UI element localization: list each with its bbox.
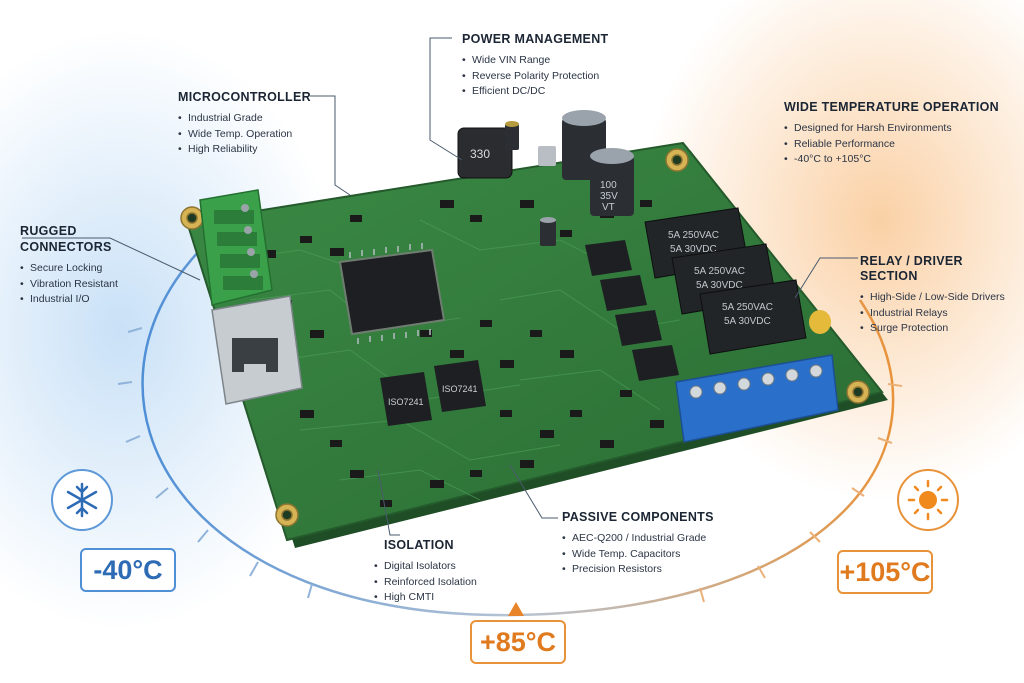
- electrolytic-capacitor-main: 100 35V VT: [590, 148, 634, 216]
- rugged-connectors-title-1: RUGGED: [20, 224, 77, 238]
- wide-temp-item: -40°C to +105°C: [784, 152, 999, 168]
- arc-ticks-hot: [699, 383, 903, 603]
- driver-mosfets: [585, 240, 679, 381]
- microcontroller-label: MICROCONTROLLER Industrial Grade Wide Te…: [178, 90, 311, 158]
- capacitor-marking: 100: [600, 180, 617, 191]
- rugged-item: Vibration Resistant: [20, 277, 118, 293]
- pcb-board: ISO7241 ISO7241 330 100 35V VT: [180, 110, 888, 548]
- rugged-item: Secure Locking: [20, 261, 118, 277]
- small-capacitors: [505, 121, 556, 246]
- relay-driver-title: RELAY / DRIVER SECTION: [860, 254, 963, 283]
- passive-item: Wide Temp. Capacitors: [562, 547, 714, 563]
- wide-temp-item: Reliable Performance: [784, 137, 999, 153]
- relay-item: High-Side / Low-Side Drivers: [860, 290, 1024, 306]
- relay-marking: 5A 30VDC: [724, 316, 771, 327]
- isolator-marking: ISO7241: [442, 384, 478, 394]
- relay-marking: 5A 250VAC: [668, 230, 719, 241]
- power-management-title: POWER MANAGEMENT: [462, 32, 609, 46]
- relay-item: Surge Protection: [860, 321, 1024, 337]
- passive-components-label: PASSIVE COMPONENTS AEC-Q200 / Industrial…: [562, 510, 714, 578]
- passive-components-title: PASSIVE COMPONENTS: [562, 510, 714, 524]
- power-item: Wide VIN Range: [462, 53, 608, 69]
- snowflake-icon: [51, 469, 113, 531]
- passive-item: AEC-Q200 / Industrial Grade: [562, 531, 714, 547]
- wide-temperature-title: WIDE TEMPERATURE OPERATION: [784, 100, 999, 114]
- rugged-item: Industrial I/O: [20, 292, 118, 308]
- relay-marking: 5A 30VDC: [670, 244, 717, 255]
- inductor-marking: 330: [470, 147, 490, 161]
- temp-max-badge: +105°C: [837, 550, 933, 594]
- blue-terminal-block: [675, 354, 839, 443]
- rugged-connectors-label: RUGGED CONNECTORS Secure Locking Vibrati…: [20, 224, 118, 308]
- relay-marking: 5A 250VAC: [722, 302, 773, 313]
- leader-lines: [22, 37, 858, 536]
- capacitor-marking: VT: [602, 202, 615, 213]
- relay-3: 5A 250VAC 5A 30VDC: [699, 279, 807, 355]
- mcu-item: High Reliability: [178, 142, 311, 158]
- relay-driver-label: RELAY / DRIVER SECTION High-Side / Low-S…: [860, 254, 1024, 337]
- temp-mid-badge: +85°C: [470, 620, 566, 664]
- power-item: Reverse Polarity Protection: [462, 69, 608, 85]
- power-item: Efficient DC/DC: [462, 84, 608, 100]
- ceramic-capacitor: [809, 310, 831, 334]
- isolator-chip-1: ISO7241: [380, 372, 432, 426]
- mcu-item: Wide Temp. Operation: [178, 127, 311, 143]
- isolator-marking: ISO7241: [388, 397, 424, 407]
- wide-temperature-label: WIDE TEMPERATURE OPERATION Designed for …: [784, 100, 999, 168]
- relay-item: Industrial Relays: [860, 306, 1024, 322]
- microcontroller-title: MICROCONTROLLER: [178, 90, 311, 104]
- relay-marking: 5A 30VDC: [696, 280, 743, 291]
- sun-icon: [897, 469, 959, 531]
- isolation-label: ISOLATION Digital Isolators Reinforced I…: [374, 538, 477, 606]
- wide-temp-item: Designed for Harsh Environments: [784, 121, 999, 137]
- arc-ticks-cold: [117, 327, 313, 599]
- isolation-title: ISOLATION: [384, 538, 454, 552]
- relay-marking: 5A 250VAC: [694, 266, 745, 277]
- rugged-connectors-title-2: CONNECTORS: [20, 240, 112, 254]
- temp-min-badge: -40°C: [80, 548, 176, 592]
- mcu-chip: [338, 243, 446, 344]
- isolator-chip-2: ISO7241: [434, 360, 486, 412]
- isolation-item: High CMTI: [374, 590, 477, 606]
- isolation-item: Reinforced Isolation: [374, 575, 477, 591]
- power-management-label: POWER MANAGEMENT Wide VIN Range Reverse …: [462, 32, 608, 100]
- mcu-item: Industrial Grade: [178, 111, 311, 127]
- inductor: 330: [457, 127, 513, 179]
- ethernet-jack: [211, 295, 303, 405]
- isolation-item: Digital Isolators: [374, 559, 477, 575]
- capacitor-marking: 35V: [600, 191, 618, 202]
- green-terminal-block: [199, 189, 273, 306]
- pointer-triangle-icon: [508, 602, 524, 616]
- passive-item: Precision Resistors: [562, 562, 714, 578]
